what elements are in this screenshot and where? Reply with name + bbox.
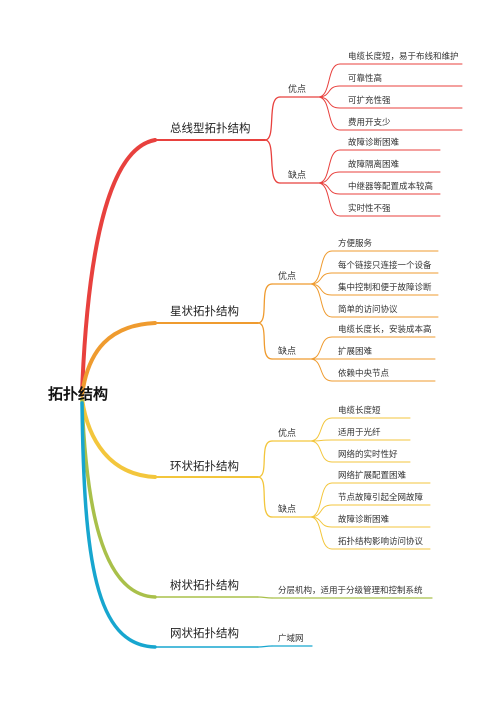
star-pro-1: 方便服务	[338, 239, 373, 249]
bus-cons-group-connector	[264, 139, 281, 184]
ring-cons-leaf-connector-1	[309, 482, 333, 518]
bus-pros-leaf-connector-3	[317, 96, 341, 109]
star-cons-label: 缺点	[278, 347, 297, 357]
star-pros-leaf-connector-1	[309, 250, 333, 285]
branch-star-topology: 星状拓扑结构	[170, 304, 239, 318]
ring-pros-group-connector	[257, 440, 273, 478]
star-cons-leaf-connector-3	[309, 358, 333, 382]
bus-pros-leaf-connector-1	[317, 63, 341, 98]
star-pro-4: 简单的访问协议	[338, 305, 398, 315]
bus-pro-2: 可靠性高	[348, 74, 383, 84]
ring-pro-3: 网络的实时性好	[338, 450, 398, 460]
ring-con-1: 网络扩展配置困难	[338, 471, 407, 481]
bus-cons-label: 缺点	[288, 171, 307, 181]
bus-pros-leaf-connector-2	[317, 85, 341, 98]
ring-pro-2: 适用于光纤	[338, 428, 381, 438]
branch-connector-ring	[80, 397, 157, 479]
star-pros-label: 优点	[278, 272, 297, 282]
star-pro-3: 集中控制和便于故障诊断	[338, 283, 432, 293]
star-pros-leaf-connector-2	[309, 272, 333, 285]
bus-pros-leaf-connector-4	[317, 96, 341, 131]
star-pros-leaf-connector-4	[309, 283, 333, 318]
ring-cons-leaf-connector-3	[309, 516, 333, 528]
ring-con-2: 节点故障引起全网故障	[338, 493, 424, 503]
star-cons-leaf-connector-1	[309, 336, 333, 360]
bus-cons-leaf-connector-3	[317, 182, 341, 195]
ring-pros-label: 优点	[278, 429, 297, 439]
ring-cons-leaf-connector-4	[309, 516, 333, 550]
star-con-3: 依赖中央节点	[338, 369, 390, 379]
tree-leaf-connector	[257, 596, 273, 599]
branch-ring-topology: 环状拓扑结构	[170, 459, 239, 473]
bus-cons-leaf-connector-2	[317, 171, 341, 184]
ring-pro-1: 电缆长度短	[338, 406, 381, 416]
mesh-item-1: 广域网	[278, 634, 304, 644]
branch-connector-bus	[80, 138, 157, 395]
branch-mesh-topology: 网状拓扑结构	[170, 626, 239, 640]
bus-con-4: 实时性不强	[348, 204, 391, 214]
ring-cons-label: 缺点	[278, 505, 297, 515]
star-pros-leaf-connector-3	[309, 283, 333, 296]
mesh-leaf-connector	[257, 645, 273, 648]
star-pro-2: 每个链接只连接一个设备	[338, 261, 432, 271]
ring-cons-group-connector	[257, 476, 273, 518]
branch-connector-mesh	[80, 401, 157, 649]
bus-pro-1: 电缆长度短，易于布线和维护	[348, 52, 459, 62]
root-topic: 拓扑结构	[48, 385, 109, 403]
ring-con-4: 拓扑结构影响访问协议	[338, 537, 424, 547]
bus-pro-4: 费用开支少	[348, 118, 391, 128]
bus-pros-label: 优点	[288, 85, 307, 95]
star-con-1: 电缆长度长，安装成本高	[338, 325, 432, 335]
ring-pros-leaf-connector-1	[309, 417, 333, 442]
star-pros-group-connector	[257, 283, 273, 324]
bus-con-2: 故障隔离困难	[348, 160, 400, 170]
bus-pro-3: 可扩充性强	[348, 96, 391, 106]
branch-connector-star	[80, 321, 157, 397]
ring-pros-leaf-connector-3	[309, 440, 333, 463]
bus-pros-group-connector	[264, 96, 281, 141]
ring-cons-leaf-connector-2	[309, 504, 333, 518]
bus-cons-leaf-connector-4	[317, 182, 341, 217]
star-con-2: 扩展困难	[338, 347, 373, 357]
branch-tree-topology: 树状拓扑结构	[170, 578, 239, 592]
bus-con-3: 中继器等配置成本较高	[348, 182, 434, 192]
tree-item-1: 分层机构，适用于分级管理和控制系统	[278, 586, 423, 596]
branch-bus-topology: 总线型拓扑结构	[170, 121, 251, 135]
ring-con-3: 故障诊断困难	[338, 515, 390, 525]
bus-cons-leaf-connector-1	[317, 149, 341, 184]
star-cons-group-connector	[257, 322, 273, 360]
bus-con-1: 故障诊断困难	[348, 138, 400, 148]
